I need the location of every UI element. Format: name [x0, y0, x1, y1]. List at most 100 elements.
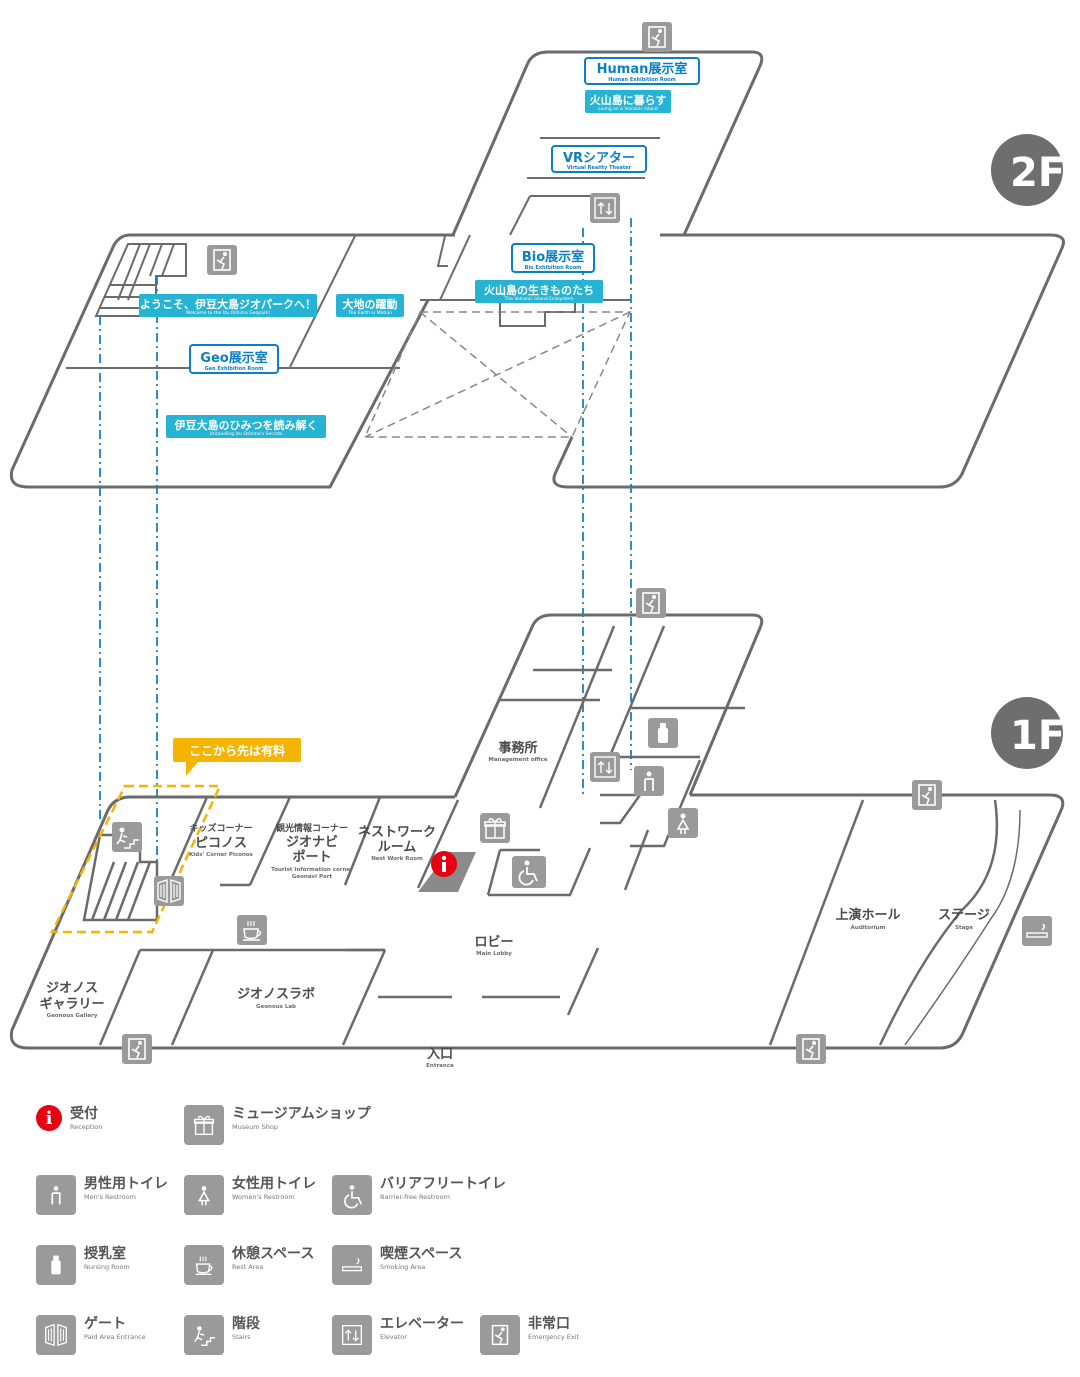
svg-text:Auditorium: Auditorium — [851, 925, 886, 931]
legend-sublabel: Rest Area — [232, 1263, 264, 1271]
womens-restroom-icon — [668, 808, 698, 838]
floor-badge-1f: 1F — [991, 697, 1065, 769]
svg-text:火山島の生きものたち: 火山島の生きものたち — [484, 283, 594, 297]
gate-icon — [36, 1315, 76, 1355]
barrier-free-restroom-icon — [332, 1175, 372, 1215]
label-gallery: ジオノス ギャラリー Geonous Gallery — [39, 981, 104, 1019]
legend-label: 非常口 — [528, 1316, 570, 1332]
svg-text:Geonous Lab: Geonous Lab — [256, 1004, 296, 1010]
svg-text:The Volcanic Island Ecosystem: The Volcanic Island Ecosystem — [504, 296, 574, 302]
emergency-exit-icon — [635, 587, 667, 619]
floor-map: 2F 1F Human展示室 Human Exhibition Room 火山島… — [9, 21, 1065, 1069]
label-geo-room: Geo展示室 Geo Exhibition Room — [189, 344, 279, 374]
label-youkoso: ようこそ、伊豆大島ジオパークへ！ Welcome to the Izu Oshi… — [139, 294, 317, 317]
legend-label: 受付 — [70, 1106, 98, 1122]
atrium-void — [363, 311, 632, 438]
svg-text:ルーム: ルーム — [378, 840, 417, 855]
emergency-exit-icon — [641, 21, 673, 53]
emergency-exit-icon — [795, 1033, 827, 1065]
svg-text:VRシアター: VRシアター — [563, 151, 635, 166]
legend-label: 休憩スペース — [232, 1246, 315, 1262]
legend-nursing: 授乳室 Nursing Room — [36, 1245, 130, 1285]
legend-sublabel: Reception — [70, 1123, 103, 1131]
legend-label: 男性用トイレ — [84, 1176, 168, 1192]
floor-1f-interior — [82, 625, 1021, 1046]
svg-text:ようこそ、伊豆大島ジオパークへ！: ようこそ、伊豆大島ジオパークへ！ — [140, 297, 316, 311]
svg-text:Virtual Reality Theater: Virtual Reality Theater — [567, 165, 632, 171]
rest-area-icon — [237, 915, 267, 945]
svg-text:Bio展示室: Bio展示室 — [522, 249, 584, 265]
vertical-connectors — [99, 218, 632, 880]
paid-area-notice: ここから先は有料 — [173, 738, 301, 776]
label-stage: ステージ Stage — [938, 908, 990, 931]
reception-icon: i — [36, 1105, 62, 1131]
legend-label: 喫煙スペース — [380, 1246, 463, 1262]
svg-text:ジオノスラボ: ジオノスラボ — [237, 986, 315, 1002]
legend-label: ゲート — [84, 1316, 126, 1332]
legend-sublabel: Nursing Room — [84, 1263, 130, 1271]
label-lab: ジオノスラボ Geonous Lab — [237, 986, 315, 1010]
emergency-exit-icon — [480, 1315, 520, 1355]
label-bio-room: Bio展示室 Bio Exhibition Room — [511, 243, 595, 273]
svg-text:Stage: Stage — [955, 925, 973, 931]
legend-men: 男性用トイレ Men's Restroom — [36, 1175, 168, 1215]
legend-sublabel: Women's Restroom — [232, 1193, 295, 1201]
label-lobby: ロビー Main Lobby — [474, 934, 513, 957]
label-himitsu: 伊豆大島のひみつを読み解く Unraveling Izu Oshima's Se… — [166, 415, 326, 438]
svg-text:Human Exhibition Room: Human Exhibition Room — [608, 77, 676, 83]
svg-text:大地の躍動: 大地の躍動 — [343, 297, 398, 311]
svg-text:Management office: Management office — [488, 757, 548, 763]
legend-reception: i 受付 Reception — [36, 1105, 102, 1132]
svg-text:ネストワーク: ネストワーク — [358, 825, 436, 840]
reception-icon — [431, 851, 457, 877]
svg-text:Human展示室: Human展示室 — [597, 61, 688, 77]
svg-text:Tourist Information corner: Tourist Information corner — [271, 867, 353, 873]
label-vr-theater: VRシアター Virtual Reality Theater — [551, 145, 647, 173]
legend-barrier: バリアフリートイレ Barrier-free Restroom — [332, 1175, 506, 1215]
museum-shop-icon — [480, 813, 510, 843]
emergency-exit-icon — [206, 244, 238, 276]
svg-text:Bio Exhibition Room: Bio Exhibition Room — [525, 265, 582, 271]
svg-text:ロビー: ロビー — [474, 934, 513, 950]
legend-label: エレベーター — [380, 1316, 464, 1332]
emergency-exit-icon — [121, 1033, 153, 1065]
svg-text:Geo Exhibition Room: Geo Exhibition Room — [205, 366, 264, 372]
legend-shop: ミュージアムショップ Museum Shop — [184, 1105, 371, 1145]
svg-text:ポート: ポート — [292, 849, 331, 865]
svg-text:ここから先は有料: ここから先は有料 — [189, 743, 285, 758]
mens-restroom-icon — [36, 1175, 76, 1215]
legend-sublabel: Stairs — [232, 1333, 251, 1341]
label-daichi: 大地の躍動 The Earth in Motion — [336, 294, 404, 317]
nursing-icon — [648, 718, 678, 748]
svg-text:入口: 入口 — [427, 1047, 453, 1062]
legend-sublabel: Smoking Area — [380, 1263, 426, 1271]
emergency-exit-icon — [911, 779, 943, 811]
svg-text:Geonous Gallery: Geonous Gallery — [47, 1013, 98, 1019]
legend-sublabel: Elevator — [380, 1333, 407, 1341]
legend-rest: 休憩スペース Rest Area — [184, 1245, 314, 1285]
label-hall: 上演ホール Auditorium — [835, 907, 900, 931]
svg-text:事務所: 事務所 — [498, 740, 537, 756]
legend-label: ミュージアムショップ — [232, 1106, 371, 1122]
svg-text:伊豆大島のひみつを読み解く: 伊豆大島のひみつを読み解く — [174, 418, 318, 432]
svg-text:ピコノス: ピコノス — [195, 836, 247, 851]
mens-restroom-icon — [634, 766, 664, 796]
legend-sublabel: Paid Area Entrance — [84, 1333, 146, 1341]
svg-text:Main Lobby: Main Lobby — [476, 951, 512, 957]
svg-text:Geonavi Port: Geonavi Port — [292, 874, 333, 880]
floor-badge-2f: 2F — [991, 134, 1065, 206]
legend-sublabel: Emergency Exit — [528, 1333, 580, 1341]
label-kazan-ikimono: 火山島の生きものたち The Volcanic Island Ecosystem — [475, 280, 603, 303]
legend-gate: ゲート Paid Area Entrance — [36, 1315, 146, 1355]
elevator-icon — [589, 751, 621, 783]
legend-sublabel: Museum Shop — [232, 1123, 278, 1131]
womens-restroom-icon — [184, 1175, 224, 1215]
svg-text:観光情報コーナー: 観光情報コーナー — [276, 822, 348, 834]
elevator-icon — [589, 192, 621, 224]
label-kids-corner: キッズコーナー ピコノス Kids' Corner Piconos — [189, 822, 253, 858]
label-jimusho: 事務所 Management office — [488, 740, 548, 763]
legend-label: バリアフリートイレ — [380, 1176, 506, 1192]
gate-icon — [154, 876, 184, 906]
legend-exit: 非常口 Emergency Exit — [480, 1315, 579, 1355]
label-nest-room: ネストワーク ルーム Nest Work Room — [358, 825, 436, 862]
